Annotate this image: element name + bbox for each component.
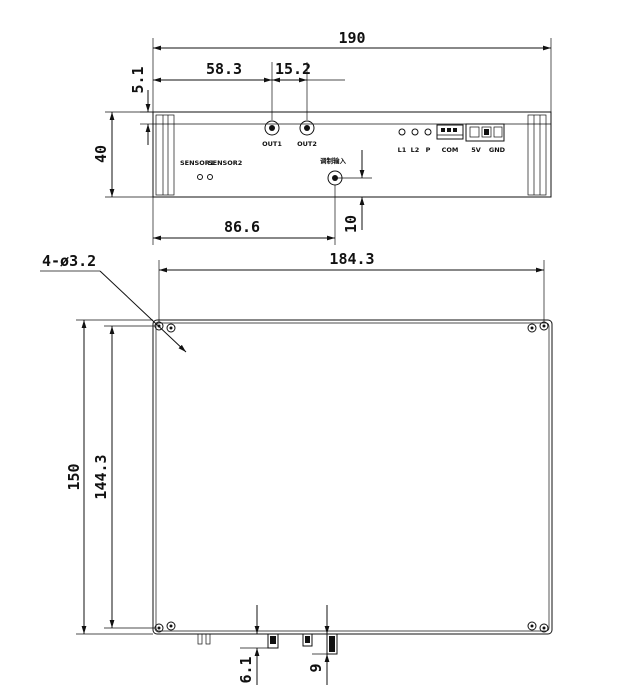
led-l1: [398, 128, 406, 136]
top-view: 4-ø3.2 184.3 150 144.3: [40, 250, 553, 685]
dim-190: 190: [338, 29, 365, 47]
l1-label: L1: [398, 146, 407, 154]
dim-184-3: 184.3: [329, 250, 374, 268]
out2-label: OUT2: [297, 140, 317, 148]
p-label: P: [426, 146, 431, 154]
sensor2-label: SENSOR2: [208, 159, 242, 167]
mount-hole-tl: [154, 321, 176, 333]
led-p: [424, 128, 432, 136]
front-view: 190 58.3 15.2 5.1 40 OUT1 OUT2 SENSOR1: [92, 29, 552, 245]
sensor1-label: SENSOR1: [180, 159, 215, 167]
out1-label: OUT1: [262, 140, 282, 148]
out2-connector: [299, 120, 315, 136]
top-body-outline: [152, 319, 553, 635]
5v-label: 5V: [471, 146, 481, 154]
hole-leader-line: [99, 270, 187, 353]
dim-10: 10: [342, 215, 360, 233]
com-label: COM: [442, 146, 459, 154]
mount-hole-br: [527, 621, 549, 633]
right-flange: [527, 114, 547, 196]
led-l2: [411, 128, 419, 136]
mount-hole-tr: [527, 321, 549, 333]
dim-40: 40: [92, 145, 110, 163]
l2-label: L2: [411, 146, 420, 154]
gnd-label: GND: [489, 146, 506, 154]
dim-150: 150: [65, 463, 83, 490]
dim-58-3: 58.3: [206, 60, 242, 78]
front-panel-outline: [152, 111, 552, 198]
dim-hole-callout: 4-ø3.2: [42, 252, 96, 270]
left-flange: [155, 114, 175, 196]
dim-9: 9: [307, 663, 325, 672]
out1-connector: [264, 120, 280, 136]
dim-86-6: 86.6: [224, 218, 260, 236]
sensor2-port: [207, 174, 213, 180]
mod-input-label: 调制输入: [320, 156, 347, 165]
mount-hole-bl: [154, 621, 176, 633]
dim-5-1: 5.1: [129, 66, 147, 93]
bottom-connectors: [197, 633, 430, 655]
sensor1-port: [197, 174, 203, 180]
power-terminal-block: [465, 123, 505, 142]
dim-144-3: 144.3: [92, 454, 110, 499]
dim-15-2: 15.2: [275, 60, 311, 78]
dim-6-1: 6.1: [237, 656, 255, 683]
com-connector: [436, 124, 464, 140]
